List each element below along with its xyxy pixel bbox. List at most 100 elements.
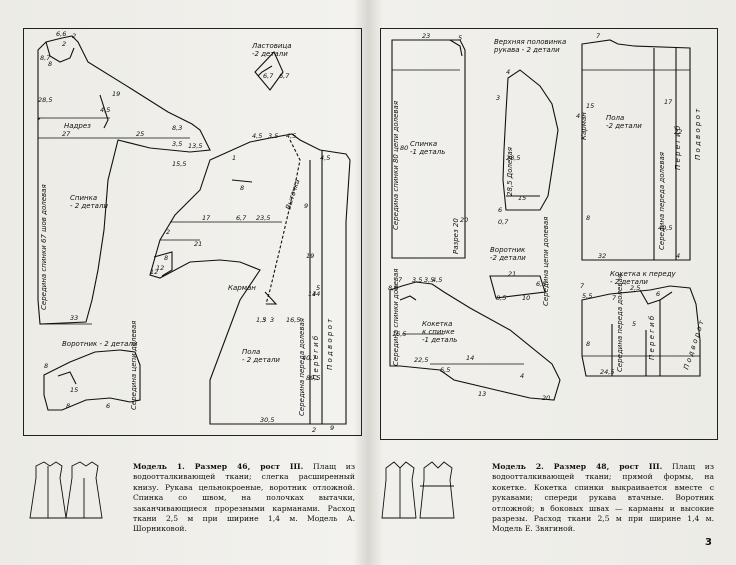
measurement-number: 8 — [586, 214, 590, 222]
measurement-number: 8,7 — [40, 54, 51, 62]
measurement-number: 8 — [164, 254, 168, 262]
model-2-caption-title: Модель 2. Размер 48, рост III. — [492, 462, 663, 471]
measurement-number: 25 — [136, 130, 144, 138]
label-front-yoke-facing: П о д в о р о т — [682, 319, 706, 371]
label-back-piece: Спинка- 2 детали — [70, 194, 108, 210]
measurement-number: 8 — [66, 402, 70, 410]
measurement-number: 4,5 — [286, 132, 296, 140]
measurement-number: 4,5 — [100, 106, 110, 114]
measurement-number: 6,5 — [536, 280, 546, 288]
measurement-number: 4 — [506, 68, 510, 76]
measurement-number: 21 — [508, 270, 516, 278]
measurement-number: 22 — [674, 128, 682, 136]
measurement-number: 7 — [596, 32, 601, 40]
page-number: 3 — [705, 537, 712, 548]
label-front-yoke-centre: Середина переда долевая — [616, 274, 624, 372]
left-pattern-panel — [23, 28, 362, 436]
measurement-number: 2 — [62, 40, 66, 48]
label-notch: Надрез — [64, 122, 91, 130]
measurement-number: 1,5 — [256, 316, 266, 324]
measurement-number: 13,5 — [188, 142, 202, 150]
measurement-number: 4,5 — [320, 154, 330, 162]
measurement-number: 4,5 — [432, 276, 442, 284]
label-right-back-piece: Спинка-1 деталь — [410, 140, 445, 156]
measurement-number: 15 — [586, 102, 594, 110]
measurement-number: 16,5 — [286, 316, 300, 324]
label-right-pocket: Карман — [580, 112, 588, 140]
measurement-number: 80 — [400, 144, 408, 152]
measurement-number: 15 — [70, 386, 78, 394]
label-right-back-centre: Середина спинки 80 цепи долевая — [392, 101, 400, 230]
measurement-number: 3,5 — [268, 132, 278, 140]
label-back-centre: Середина спинки 67 шов долевая — [40, 184, 48, 310]
measurement-number: 17 — [664, 98, 673, 106]
measurement-number: 10 — [522, 294, 530, 302]
right-pattern-panel — [380, 28, 718, 440]
measurement-number: 28,5 — [506, 154, 520, 162]
measurement-number: 30,5 — [260, 416, 274, 424]
label-front-piece: Пола- 2 детали — [242, 348, 280, 364]
label-collar-centre: Середина цепи долевая — [130, 321, 138, 410]
measurement-number: 9 — [304, 202, 308, 210]
right-collar-outline — [489, 275, 546, 299]
measurement-number: 6 — [106, 402, 110, 410]
measurement-number: 8 — [240, 184, 244, 192]
label-right-fold: П е р е г и б — [674, 125, 682, 170]
measurement-number: 40,7 — [302, 354, 317, 362]
measurement-number: 4 — [676, 252, 680, 260]
measurement-number: 4 — [576, 112, 580, 120]
measurement-number: 2,5 — [630, 284, 640, 292]
measurement-number: 9 — [330, 424, 334, 432]
measurement-number: 8 — [586, 340, 590, 348]
label-dart: Выточка — [284, 178, 301, 210]
measurement-number: 6 — [656, 290, 660, 298]
measurement-number: 20 — [460, 216, 468, 224]
measurement-number: 6,6 — [56, 30, 66, 38]
measurement-number: 20 — [542, 394, 550, 402]
measurement-number: 23 — [422, 32, 430, 40]
label-sleeve-grain: 28,5 Долевая — [506, 147, 514, 196]
measurement-number: 6,7 — [279, 72, 290, 80]
measurement-number: 2 — [72, 32, 76, 40]
measurement-number: 2 — [166, 228, 170, 236]
measurement-number: 12 — [150, 268, 158, 276]
model-1-sketch — [29, 461, 103, 519]
right-back-piece-outline — [391, 39, 466, 259]
measurement-number: 40,5 — [658, 224, 672, 232]
measurement-number: 8 — [48, 60, 52, 68]
measurement-number: 3 — [270, 316, 274, 324]
measurement-number: 5 — [316, 284, 320, 292]
measurement-number: 16,5 — [392, 330, 406, 338]
measurement-number: 14 — [312, 290, 320, 298]
back-piece-outline — [37, 35, 211, 325]
measurement-number: 24,5 — [600, 368, 614, 376]
model-1-caption: Модель 1. Размер 46, рост III. Плащ из в… — [133, 462, 355, 535]
measurement-number: 6,7 — [236, 214, 247, 222]
label-front-centre: Середина переда долевая — [298, 318, 306, 416]
measurement-number: 27 — [62, 130, 71, 138]
measurement-number: 3 — [262, 316, 266, 324]
label-right-front-piece: Пола-2 детали — [606, 114, 642, 130]
measurement-number: 5 — [632, 320, 636, 328]
measurement-number: 8 — [44, 362, 48, 370]
front-yoke-outline — [581, 285, 701, 377]
measurement-number: 22,5 — [414, 356, 428, 364]
measurement-number: 1 — [232, 154, 236, 162]
label-right-facing: П о д в о р о т — [694, 108, 702, 160]
label-slit: Разрез 20 — [452, 218, 460, 254]
measurement-number: 4 — [520, 372, 524, 380]
measurement-number: 5 — [458, 34, 462, 42]
upper-sleeve-outline — [502, 69, 559, 211]
label-front-yoke: Кокетка к переду- 2 детали — [610, 270, 677, 286]
measurement-number: 12 — [156, 264, 164, 272]
measurement-number: 8,5 — [496, 294, 506, 302]
measurement-number: 23,5 — [256, 214, 270, 222]
back-yoke-outline — [389, 281, 561, 401]
measurement-number: 14 — [308, 290, 316, 298]
